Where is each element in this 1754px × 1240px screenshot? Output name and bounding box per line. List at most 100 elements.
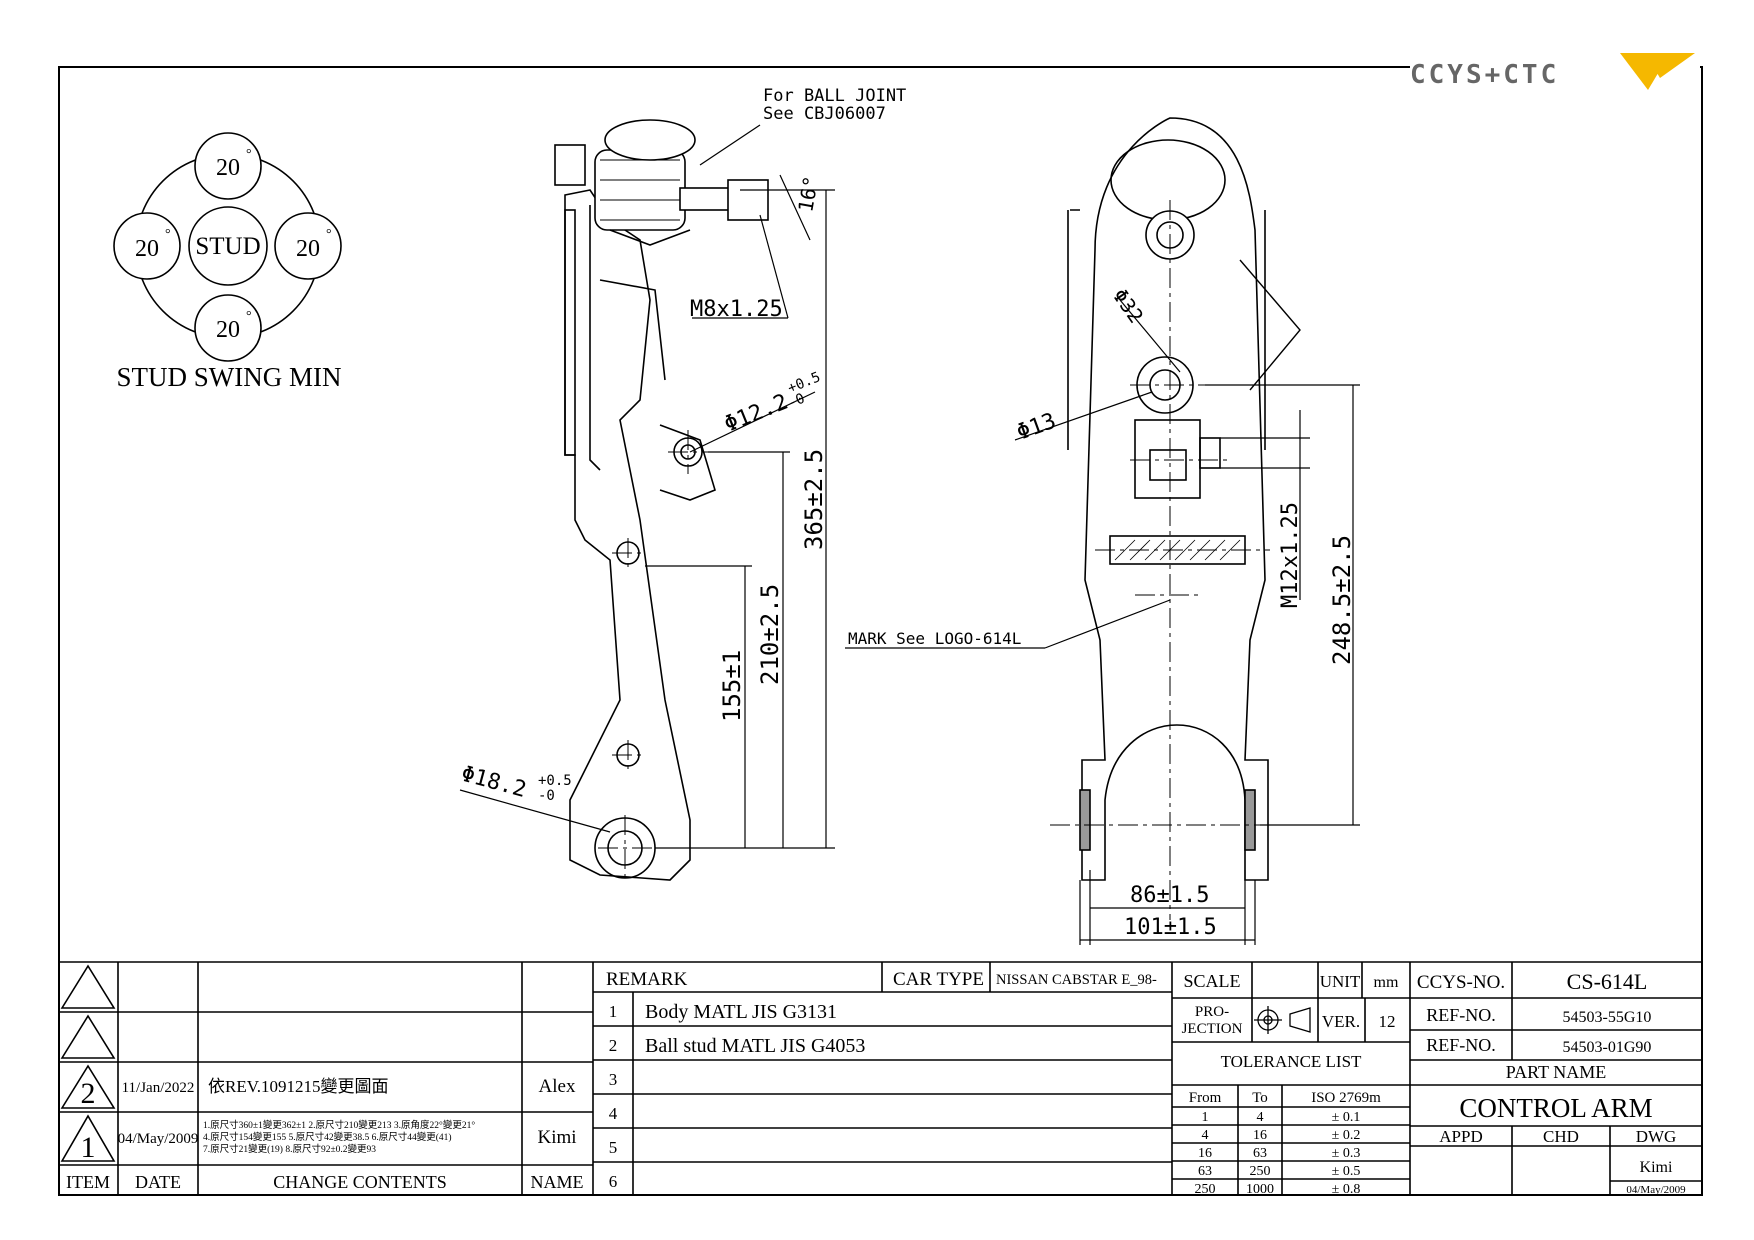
tol-hdr-from: From bbox=[1189, 1090, 1222, 1106]
ref1-value: 54503-55G10 bbox=[1563, 1009, 1652, 1026]
rev-name-2: Alex bbox=[539, 1076, 576, 1097]
dwg-label: DWG bbox=[1636, 1127, 1677, 1146]
remark-no-3: 3 bbox=[609, 1070, 618, 1089]
rev-change-1-line2: 4.原尺寸154變更155 5.原尺寸42變更38.5 6.原尺寸44變更(41… bbox=[203, 1131, 452, 1143]
swing-deg-right: ° bbox=[326, 227, 332, 242]
scale-label: SCALE bbox=[1183, 971, 1240, 991]
part-name-label: PART NAME bbox=[1506, 1062, 1606, 1082]
ver-value: 12 bbox=[1379, 1012, 1396, 1031]
tolerance-cell: ± 0.3 bbox=[1332, 1146, 1361, 1161]
swing-top-circle bbox=[194, 132, 262, 200]
thread-m8: M8x1.25 bbox=[690, 297, 783, 322]
remark-no-1: 1 bbox=[609, 1002, 618, 1021]
tolerance-rows: 1 4 ± 0.1 4 16 ± 0.2 16 63 ± 0.3 63 250 ± 0.5 250 100… bbox=[1195, 1110, 1361, 1197]
tol-hdr-to: To bbox=[1252, 1090, 1268, 1106]
swing-center-label: STUD bbox=[195, 233, 260, 260]
ref2-label: REF-NO. bbox=[1426, 1035, 1496, 1055]
dim-248: 248.5±2.5 bbox=[1328, 535, 1356, 665]
remark-header: REMARK bbox=[606, 969, 688, 990]
ball-joint-note-2: See CBJ06007 bbox=[763, 104, 886, 124]
swing-left-label: 20 bbox=[135, 236, 159, 262]
tolerance-cell: 16 bbox=[1198, 1146, 1212, 1161]
logo-text: CCYS+CTC bbox=[1410, 60, 1560, 90]
swing-deg-bottom: ° bbox=[246, 309, 252, 324]
dim-365: 365±2.5 bbox=[800, 449, 828, 550]
title-block-grid bbox=[58, 961, 1703, 1196]
bush-tol-minus: -0 bbox=[538, 788, 555, 804]
part-name: CONTROL ARM bbox=[1459, 1093, 1652, 1123]
mark-note: MARK See LOGO-614L bbox=[848, 629, 1021, 648]
bush-tol-plus: +0.5 bbox=[538, 773, 572, 789]
hole-tol-plus: +0.5 bbox=[786, 369, 823, 396]
rev-item-1: 1 bbox=[81, 1131, 96, 1164]
swing-bottom-label: 20 bbox=[216, 317, 240, 343]
side-view-arm bbox=[554, 119, 769, 881]
chd-label: CHD bbox=[1543, 1127, 1579, 1146]
swing-right-circle bbox=[274, 212, 342, 280]
tolerance-cell: 63 bbox=[1198, 1164, 1212, 1179]
hdr-item: ITEM bbox=[66, 1172, 110, 1192]
tolerance-cell: 4 bbox=[1257, 1110, 1264, 1125]
remark-no-4: 4 bbox=[609, 1104, 618, 1123]
remark-text-2: Ball stud MATL JIS G4053 bbox=[645, 1035, 865, 1057]
dim-86: 86±1.5 bbox=[1130, 883, 1209, 908]
dwg-date: 04/May/2009 bbox=[1626, 1184, 1686, 1196]
drawing-frame bbox=[58, 66, 1703, 1196]
tolerance-cell: 16 bbox=[1253, 1128, 1267, 1143]
tolerance-cell: ± 0.8 bbox=[1332, 1182, 1361, 1197]
ref2-value: 54503-01G90 bbox=[1563, 1039, 1652, 1056]
unit-value: mm bbox=[1374, 974, 1399, 991]
remark-no-5: 5 bbox=[609, 1138, 618, 1157]
hdr-date: DATE bbox=[135, 1172, 181, 1192]
dwg-name: Kimi bbox=[1640, 1159, 1673, 1176]
tolerance-cell: 1 bbox=[1202, 1110, 1209, 1125]
rev-item-2: 2 bbox=[81, 1077, 96, 1110]
stud-swing-caption: STUD SWING MIN bbox=[117, 362, 342, 392]
ver-label: VER. bbox=[1322, 1012, 1360, 1031]
swing-deg-left: ° bbox=[165, 227, 171, 242]
unit-label: UNIT bbox=[1320, 972, 1361, 991]
rev-name-1: Kimi bbox=[537, 1127, 576, 1148]
swing-left-circle bbox=[113, 212, 181, 280]
brand-logo: CCYS+CTC bbox=[1410, 48, 1700, 108]
projection-symbol-icon bbox=[1254, 1006, 1311, 1034]
swing-center-circle bbox=[188, 206, 268, 286]
car-type-value: NISSAN CABSTAR E_98- bbox=[996, 972, 1157, 988]
hdr-name: NAME bbox=[531, 1172, 584, 1192]
tolerance-cell: ± 0.2 bbox=[1332, 1128, 1361, 1143]
dim-155: 155±1 bbox=[718, 650, 746, 722]
tolerance-cell: 1000 bbox=[1246, 1182, 1274, 1197]
ball-joint-note-1: For BALL JOINT bbox=[763, 86, 906, 106]
dia-13: Φ13 bbox=[1014, 409, 1060, 446]
front-view-arm bbox=[1067, 117, 1301, 881]
swing-right-label: 20 bbox=[296, 236, 320, 262]
ccys-label: CCYS-NO. bbox=[1417, 972, 1505, 993]
dia-32: Φ32 bbox=[1108, 284, 1148, 327]
remark-text-1: Body MATL JIS G3131 bbox=[645, 1001, 837, 1023]
projection-label-1: PRO- bbox=[1195, 1004, 1229, 1020]
tolerance-cell: ± 0.5 bbox=[1332, 1164, 1361, 1179]
rev-date-1: 04/May/2009 bbox=[118, 1131, 199, 1147]
rev-date-2: 11/Jan/2022 bbox=[122, 1080, 195, 1096]
logo-mark-icon bbox=[1620, 53, 1695, 90]
swing-bottom-circle bbox=[194, 294, 262, 362]
hole-tol-minus: -0 bbox=[786, 391, 808, 412]
appd-label: APPD bbox=[1439, 1127, 1482, 1146]
projection-label-2: JECTION bbox=[1182, 1021, 1243, 1037]
rev-change-1-line3: 7.原尺寸21變更(19) 8.原尺寸92±0.2變更93 bbox=[203, 1143, 376, 1155]
hdr-change: CHANGE CONTENTS bbox=[273, 1172, 447, 1192]
tolerance-cell: ± 0.1 bbox=[1332, 1110, 1361, 1125]
ref1-label: REF-NO. bbox=[1426, 1005, 1496, 1025]
remark-no-6: 6 bbox=[609, 1172, 618, 1191]
tolerance-cell: 4 bbox=[1202, 1128, 1209, 1143]
tolerance-cell: 63 bbox=[1253, 1146, 1267, 1161]
dim-210: 210±2.5 bbox=[756, 584, 784, 685]
bush-dia-18: Φ18.2 bbox=[458, 762, 528, 803]
swing-deg-top: ° bbox=[246, 147, 252, 162]
tolerance-cell: 250 bbox=[1250, 1164, 1271, 1179]
tolerance-title: TOLERANCE LIST bbox=[1221, 1052, 1362, 1071]
tolerance-cell: 250 bbox=[1195, 1182, 1216, 1197]
angle-16: 16° bbox=[793, 174, 823, 214]
thread-m12: M12x1.25 bbox=[1278, 502, 1303, 608]
